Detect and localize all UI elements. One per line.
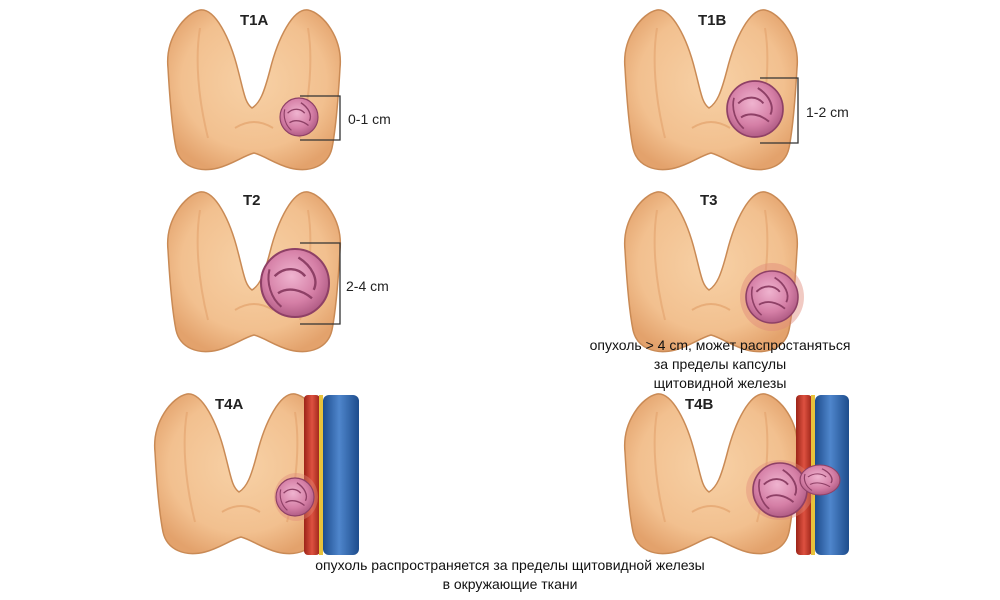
caption-t3-line-3: щитовидной железы	[653, 375, 787, 391]
stage-label-t4a: T4A	[215, 396, 244, 413]
caption-t3: опухоль > 4 cm, может распростаняться за…	[560, 336, 880, 393]
nerve-t4a	[319, 395, 323, 555]
stage-label-t4b: T4B	[685, 396, 714, 413]
size-label-t1a: 0-1 cm	[348, 111, 391, 127]
stage-label-t1b: T1B	[698, 12, 727, 29]
size-label-t2: 2-4 cm	[346, 278, 389, 294]
caption-t3-line-1: опухоль > 4 cm, может распростаняться	[589, 337, 851, 353]
caption-t4-line-2: в окружающие ткани	[442, 576, 578, 592]
caption-t4-line-1: опухоль распространяется за пределы щито…	[315, 557, 705, 573]
caption-t4: опухоль распространяется за пределы щито…	[270, 556, 750, 594]
artery-t4a	[304, 395, 320, 555]
stage-t3-illustration	[623, 190, 804, 353]
stage-label-t2: T2	[243, 192, 261, 209]
size-bracket-t1b	[760, 77, 799, 144]
stage-t2-illustration	[166, 190, 342, 353]
size-bracket-t1a	[300, 95, 341, 141]
tumor-t4b	[752, 462, 808, 518]
tumor-t4b-extension	[799, 464, 841, 496]
stage-t1a-illustration	[166, 8, 342, 171]
stage-t1b-illustration	[623, 8, 799, 171]
vein-t4a	[323, 395, 359, 555]
tumor-t4a	[275, 477, 315, 517]
stage-t4b-illustration	[623, 392, 849, 555]
caption-t3-line-2: за пределы капсулы	[653, 356, 787, 372]
stage-label-t1a: T1A	[240, 12, 269, 29]
tumor-t3	[745, 270, 799, 324]
size-bracket-t2	[300, 242, 341, 325]
tumor-t2	[259, 247, 331, 319]
stage-t4a-illustration	[153, 392, 359, 555]
tumor-t1b	[726, 80, 784, 138]
stage-label-t3: T3	[700, 192, 718, 209]
size-label-t1b: 1-2 cm	[806, 104, 849, 120]
tumor-t1a	[279, 97, 319, 137]
